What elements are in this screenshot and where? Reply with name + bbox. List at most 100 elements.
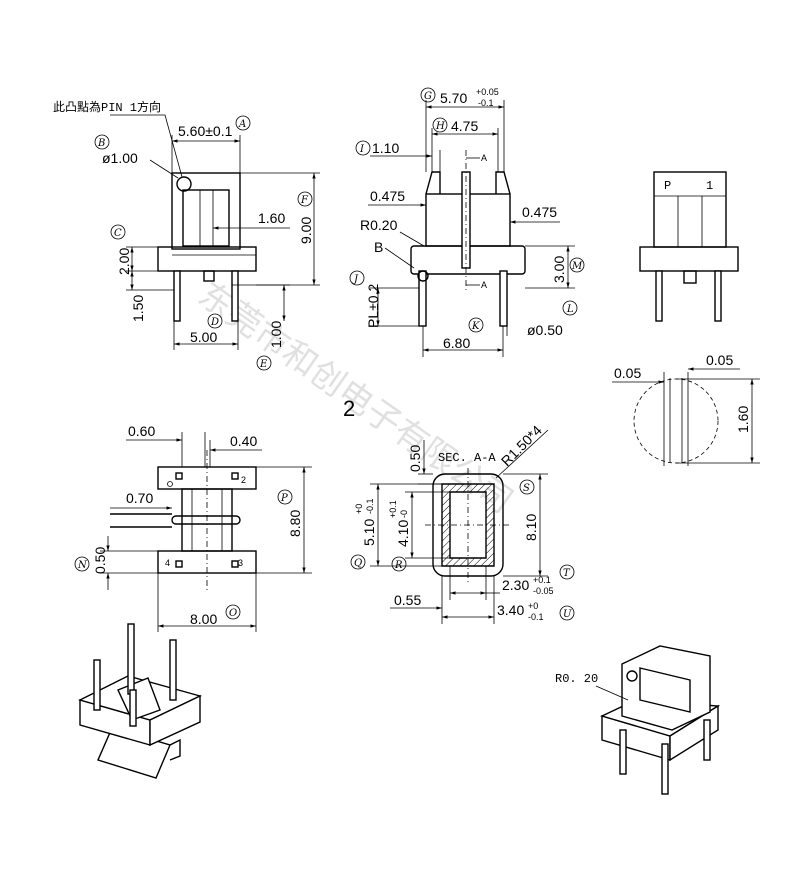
pin-label-p: P [664,179,671,193]
iso-l-pin-4 [129,689,137,727]
callout-t [559,564,575,580]
callout-j [349,270,365,286]
pin-label-1: 1 [706,179,713,193]
pin-detail-view: 0.05 0.05 1.60 [612,352,760,466]
callout-f-text: F [300,195,309,206]
callout-e [256,355,272,371]
callout-n [74,556,90,572]
top-pin1-mark [167,481,173,487]
iso-l-pin-3 [169,639,177,701]
pin1-note: 此凸點為PIN 1方向 [53,99,161,115]
dim-u-text: 3.40 [497,602,524,618]
front-pin-right [231,270,239,322]
callout-j-text: J [352,274,359,285]
dim-475a-text: 0.475 [370,188,405,204]
callout-h [432,117,448,133]
callout-c [110,224,126,240]
dim-w160-text: 1.60 [735,406,751,433]
iso-r-pin-2 [661,743,669,795]
callout-t-text: T [563,568,571,579]
dim-j-text: PL±0.2 [365,284,381,328]
leader-b-side [384,247,415,269]
dim-b-text: ø1.00 [102,150,138,166]
callout-r [391,556,407,572]
dim-060-text: 0.60 [128,423,155,439]
figure-number: 2 [343,396,355,421]
dim-r-text: 4.10 [395,520,411,547]
front-view: 5.60±0.1 9.00 1.60 2.00 1.50 5.00 1.00 ø… [53,99,320,350]
dim-l-text: ø0.50 [527,322,563,338]
iso-l-pin-2 [127,623,135,695]
leader-note [110,114,183,178]
iso-r-pin-3 [703,719,711,761]
callout-o [225,604,241,620]
dim-e-text: 1.00 [268,321,284,348]
iso-l-pin-1 [93,659,101,711]
dim-475b-text: 0.475 [522,204,557,220]
pin1-side-view: P 1 [639,171,739,322]
callout-n-text: N [77,560,88,571]
callout-b [94,134,110,150]
top-pin-hole-2 [231,472,239,480]
detail-circle [633,378,719,464]
callout-g [420,87,436,103]
dim-t-upper-tol: +0.1 [533,575,551,585]
callout-a [235,115,251,131]
callout-d-text: D [210,317,219,328]
iso-r-front-panel [639,667,691,713]
callout-c-text: C [114,228,122,239]
dim-150-text: 1.50 [130,295,146,322]
iso-r-pin-1 [619,729,627,775]
dim-s050-text: 0.50 [407,445,423,472]
front-standoff [203,270,215,282]
top-center-flange [171,515,241,525]
dim-055-text: 0.55 [394,592,421,608]
callout-h-text: H [435,121,445,132]
dim-w005b-text: 0.05 [706,352,733,368]
dim-q-text: 5.10 [361,519,377,546]
callout-k [468,317,484,333]
callout-q [350,554,366,570]
dim-160-text: 1.60 [258,210,285,226]
callout-i-text: I [359,144,365,155]
leader-r020-iso [595,685,629,701]
top-pin-num-4: 4 [165,558,170,568]
dim-h-text: 4.75 [451,118,478,134]
leader-r150 [495,429,549,479]
dim-a-text: 5.60±0.1 [178,123,233,139]
leader-r020 [399,231,425,247]
front-bobbin-top [171,172,241,250]
dim-p-text: 8.80 [287,510,303,537]
callout-u-text: U [563,609,572,620]
dim-f-text: 9.00 [298,217,314,244]
callout-e-text: E [259,359,268,370]
callouts: A B C D E F G H I J K L M N O P Q R S T … [74,87,585,621]
r-base [639,246,739,272]
dim-u-lower-tol: -0.1 [528,612,544,622]
top-pin-num-2: 2 [241,475,246,485]
dim-040-text: 0.40 [230,433,257,449]
dim-c-text: 2.00 [116,248,132,275]
side-right-tab [495,171,511,195]
label-b-side: B [374,239,383,255]
callout-k-text: K [471,321,480,332]
dim-o-text: 8.00 [190,611,217,627]
dim-r-upper-tol: +0.1 [388,500,398,518]
iso-l-foot [169,738,181,761]
side-left-tab [425,171,441,195]
iso-l-flange-side [149,694,201,747]
dim-d-text: 5.00 [190,329,217,345]
callout-s-text: S [523,483,530,494]
iso-view-right: R0. 20 [555,645,721,795]
dim-t-text: 2.30 [502,577,529,593]
callout-i [355,140,371,156]
dim-n-text: 0.50 [92,547,108,574]
dim-s-text: 8.10 [523,514,539,541]
front-window-outer [182,189,230,247]
callout-o-text: O [229,608,237,619]
iso-r-pin1-boss [626,670,638,682]
top-pin-hole-4 [175,560,183,568]
callout-l-text: L [566,304,574,315]
dim-r150-text: R1.50*4 [498,422,545,469]
